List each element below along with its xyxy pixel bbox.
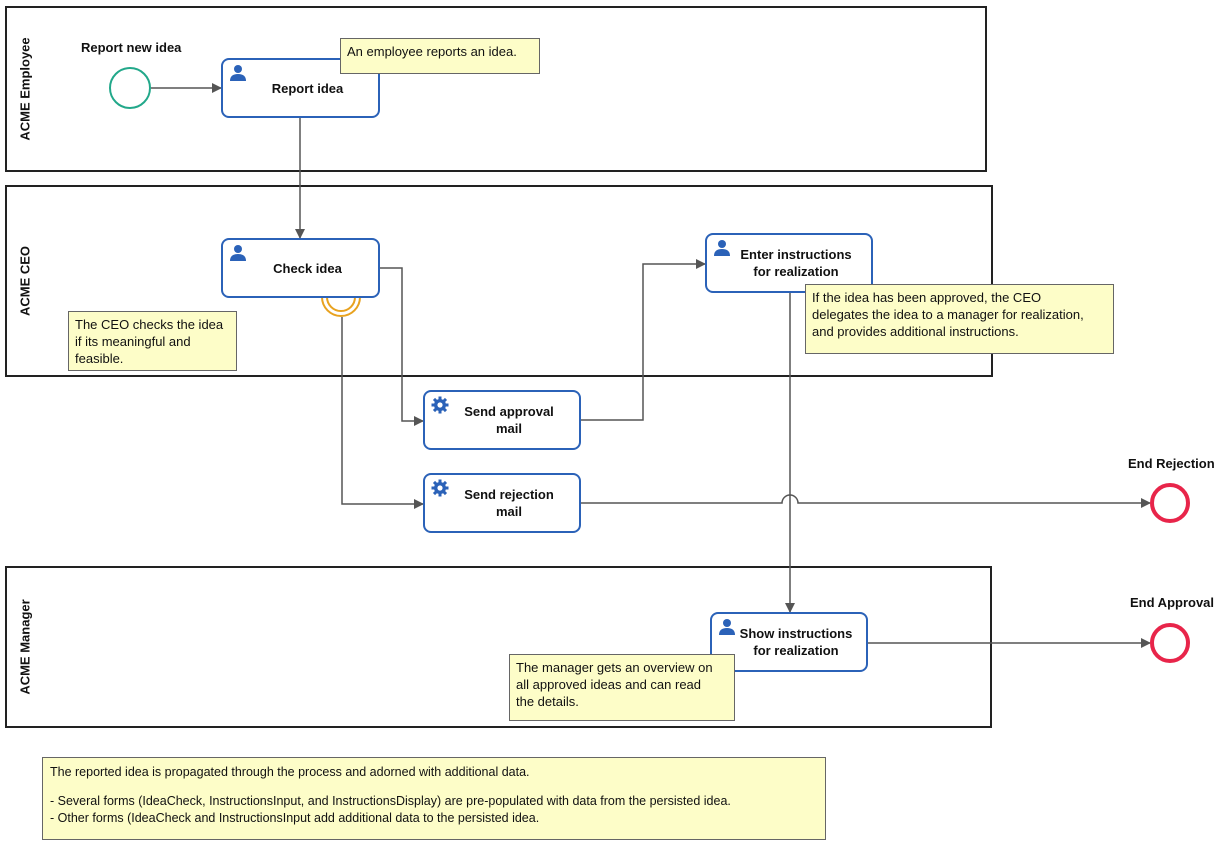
gear-icon xyxy=(431,479,449,497)
start-event-label: Report new idea xyxy=(81,40,182,55)
flow-check-to-approval xyxy=(380,267,424,426)
lane-acme-manager: ACME Manager xyxy=(5,566,992,728)
gear-icon xyxy=(431,396,449,414)
end-rejection-label: End Rejection xyxy=(1128,456,1215,471)
user-icon xyxy=(230,65,246,81)
user-icon xyxy=(230,245,246,261)
flow-timer-to-rejection xyxy=(341,317,424,509)
start-event xyxy=(109,67,151,109)
lane-acme-employee: ACME Employee xyxy=(5,6,987,172)
lane-acme-ceo: ACME CEO xyxy=(5,185,993,377)
user-icon xyxy=(714,240,730,256)
user-icon xyxy=(719,619,735,635)
note-employee: An employee reports an idea. xyxy=(340,38,540,74)
end-approval-event xyxy=(1150,623,1190,663)
flow-rejection-to-end xyxy=(581,494,1151,508)
task-label: Report idea xyxy=(271,80,344,96)
task-check-idea[interactable]: Check idea xyxy=(221,238,380,298)
flow-approval-to-enter xyxy=(581,259,706,421)
end-rejection-event xyxy=(1150,483,1190,523)
note-bottom: The reported idea is propagated through … xyxy=(42,757,826,840)
end-approval-label: End Approval xyxy=(1130,595,1215,610)
task-label: Check idea xyxy=(273,260,342,276)
